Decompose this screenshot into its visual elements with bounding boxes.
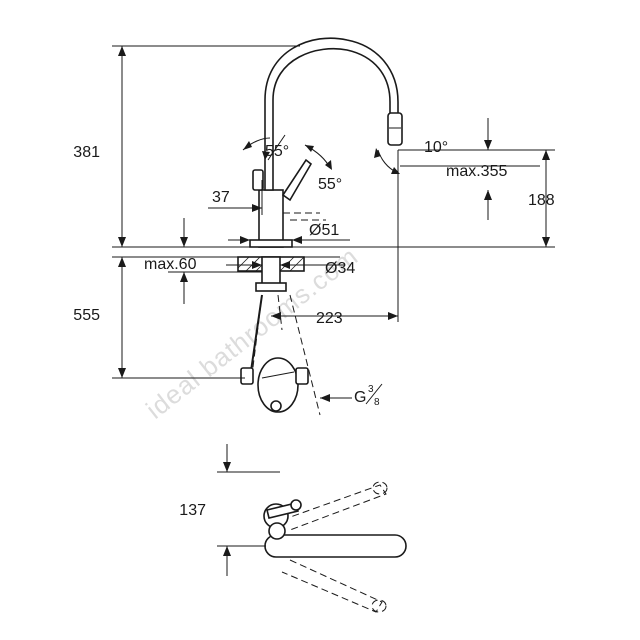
tap-body — [258, 189, 284, 248]
spout-top-view — [264, 534, 407, 558]
counterweight — [257, 357, 299, 413]
dim-55-top-label: 55° — [265, 143, 289, 160]
spray-head — [387, 112, 403, 146]
dim-max355-label: max.355 — [446, 163, 507, 180]
spout-swivel-upper — [281, 484, 387, 531]
hose-connector-right — [295, 367, 309, 385]
fraction-slash — [365, 383, 383, 405]
base-flange — [249, 239, 293, 248]
spout-swivel-lower — [281, 559, 383, 613]
spray-head-lower-dashed — [371, 599, 387, 613]
base-top-view — [268, 522, 286, 540]
dim-55-lever-label: 55° — [318, 176, 342, 193]
dim-223-label: 223 — [316, 310, 343, 327]
pullout-hose — [289, 294, 321, 416]
dim-34-label: Ø34 — [325, 260, 355, 277]
dim-381-label: 381 — [73, 144, 100, 161]
dim-137-label: 137 — [179, 502, 206, 519]
dim-10-label: 10° — [424, 139, 448, 156]
dim-max60-label: max.60 — [144, 256, 197, 273]
spray-head-upper-dashed — [372, 481, 388, 495]
hose-connector-left — [240, 367, 254, 385]
dim-g-label: G — [354, 389, 366, 406]
lever-cap — [252, 169, 264, 191]
lever-knob-top-view — [290, 499, 302, 511]
supply-hose-left-solid — [249, 294, 263, 379]
dim-37-label: 37 — [212, 189, 230, 206]
dim-g-denominator: 8 — [374, 397, 380, 408]
dim-555-label: 555 — [73, 307, 100, 324]
dim-188-label: 188 — [528, 192, 555, 209]
dim-51-label: Ø51 — [309, 222, 339, 239]
spray-dashed-position — [283, 212, 326, 221]
lever-top-view — [266, 502, 299, 519]
lever — [281, 158, 313, 202]
side-view: 381 555 55° 55° 37 10° — [73, 37, 555, 416]
top-view: 137 — [179, 444, 407, 613]
dim-g-numerator: 3 — [368, 384, 374, 395]
